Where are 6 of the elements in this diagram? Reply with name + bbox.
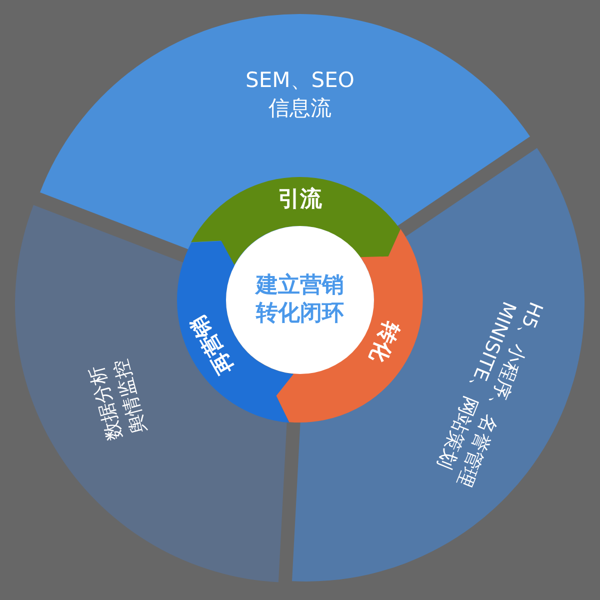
label: 数据分析舆情监控 [84,356,152,445]
label: 引流 [276,186,323,214]
label: 建立营销转化闭环 [254,272,345,328]
label: 再营销 [184,311,239,381]
label: SEM、SEO信息流 [244,67,356,122]
label: 转化 [364,317,405,368]
